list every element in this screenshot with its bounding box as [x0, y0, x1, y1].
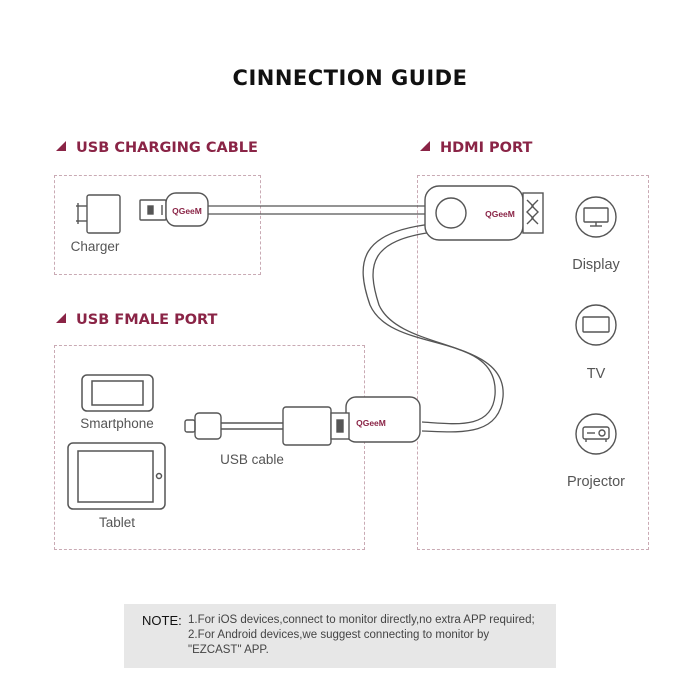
projector-label: Projector	[566, 474, 626, 490]
triangle-marker-icon	[56, 141, 66, 151]
tv-icon	[575, 304, 617, 346]
hdmi-heading-text: HDMI PORT	[440, 140, 533, 156]
triangle-marker-icon	[420, 141, 430, 151]
tv-label: TV	[586, 366, 606, 382]
tablet-icon	[67, 442, 166, 510]
usb-female-heading-text: USB FMALE PORT	[76, 312, 218, 328]
usb-female-box	[54, 345, 365, 550]
note-label: NOTE:	[142, 613, 182, 628]
hdmi-port-box	[417, 175, 649, 550]
display-label: Display	[572, 257, 620, 273]
section-heading-hdmi: HDMI PORT	[420, 140, 532, 156]
tablet-label: Tablet	[98, 515, 136, 530]
usb-cable-label: USB cable	[220, 452, 284, 467]
usb-charging-box	[54, 175, 261, 275]
section-heading-usb-charging: USB CHARGING CABLE	[56, 140, 258, 156]
note-line-2: 2.For Android devices,we suggest connect…	[188, 629, 490, 641]
section-heading-usb-female: USB FMALE PORT	[56, 312, 217, 328]
cable-lines	[207, 205, 504, 433]
note-line-1: 1.For iOS devices,connect to monitor dir…	[188, 614, 535, 626]
usb-cable-plug-icon	[282, 406, 350, 446]
page-title: CINNECTION GUIDE	[232, 66, 468, 90]
micro-usb-plug-icon	[184, 412, 283, 440]
projector-icon	[575, 413, 617, 455]
brand-logo-charging: QGeeM	[172, 206, 202, 216]
charger-icon	[76, 194, 121, 234]
smartphone-icon	[81, 374, 154, 412]
usb-charging-heading-text: USB CHARGING CABLE	[76, 140, 258, 156]
hdmi-dongle-icon	[424, 185, 544, 241]
brand-logo-usb-female: QGeeM	[356, 418, 386, 428]
charger-label: Charger	[70, 239, 120, 254]
display-icon	[575, 196, 617, 238]
usb-a-plug-icon	[139, 192, 209, 227]
smartphone-label: Smartphone	[80, 416, 154, 431]
note-box: NOTE: 1.For iOS devices,connect to monit…	[124, 604, 556, 668]
triangle-marker-icon	[56, 313, 66, 323]
brand-logo-hdmi: QGeeM	[485, 209, 515, 219]
note-line-3: "EZCAST" APP.	[188, 644, 269, 656]
